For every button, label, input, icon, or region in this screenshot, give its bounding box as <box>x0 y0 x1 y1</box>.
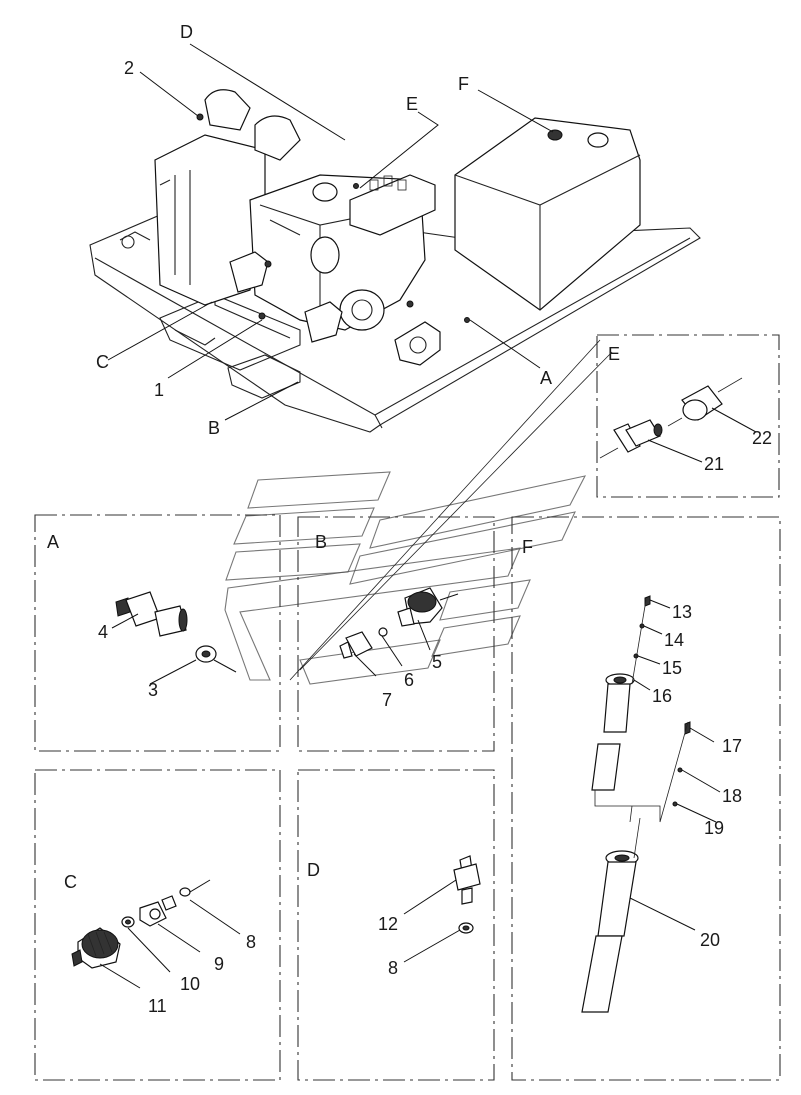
part-number-12: 12 <box>378 914 398 934</box>
callout-C: C <box>96 352 109 372</box>
panel-F-bottom-parts <box>581 595 721 1013</box>
part-number-4: 4 <box>98 622 108 642</box>
panel-letter-B: B <box>315 532 327 552</box>
part-number-22: 22 <box>752 428 772 448</box>
part-number-16: 16 <box>652 686 672 706</box>
machine-overview <box>89 43 701 433</box>
panel-D-parts <box>403 855 481 963</box>
part-number-7: 7 <box>382 690 392 710</box>
panel-letter-D: D <box>307 860 320 880</box>
panel-C-parts <box>71 879 241 989</box>
panel-frame-F-bottom <box>511 516 781 1081</box>
part-number-17: 17 <box>722 736 742 756</box>
panel-E-parts <box>599 377 757 463</box>
part-number-8-C: 8 <box>246 932 256 952</box>
part-number-14: 14 <box>664 630 684 650</box>
callout-D: D <box>180 22 193 42</box>
panel-frame-C <box>34 769 281 1081</box>
part-number-6: 6 <box>404 670 414 690</box>
panel-frame-D <box>297 769 495 1081</box>
panel-frame-E <box>596 334 780 498</box>
callout-A: A <box>540 368 552 388</box>
callout-F: F <box>458 74 469 94</box>
part-number-15: 15 <box>662 658 682 678</box>
part-number-19: 19 <box>704 818 724 838</box>
callout-B: B <box>208 418 220 438</box>
part-number-18: 18 <box>722 786 742 806</box>
panel-A-parts <box>111 591 237 685</box>
panel-B-parts <box>339 587 459 677</box>
part-number-9: 9 <box>214 954 224 974</box>
part-number-8-D: 8 <box>388 958 398 978</box>
panel-letter-E: E <box>608 344 620 364</box>
callout-1: 1 <box>154 380 164 400</box>
panel-letter-F-bottom: F <box>522 537 533 557</box>
part-number-21: 21 <box>704 454 724 474</box>
link-line-E <box>289 339 613 681</box>
panel-letter-C: C <box>64 872 77 892</box>
part-number-13: 13 <box>672 602 692 622</box>
part-number-20: 20 <box>700 930 720 950</box>
callout-E: E <box>406 94 418 114</box>
callout-2: 2 <box>124 58 134 78</box>
panel-frame-B <box>297 516 495 752</box>
panel-letter-A: A <box>47 532 59 552</box>
part-number-3: 3 <box>148 680 158 700</box>
part-number-5: 5 <box>432 652 442 672</box>
part-number-11: 11 <box>148 996 167 1016</box>
panel-frame-A <box>34 514 281 752</box>
watermark-logo <box>224 471 587 685</box>
part-number-10: 10 <box>180 974 200 994</box>
